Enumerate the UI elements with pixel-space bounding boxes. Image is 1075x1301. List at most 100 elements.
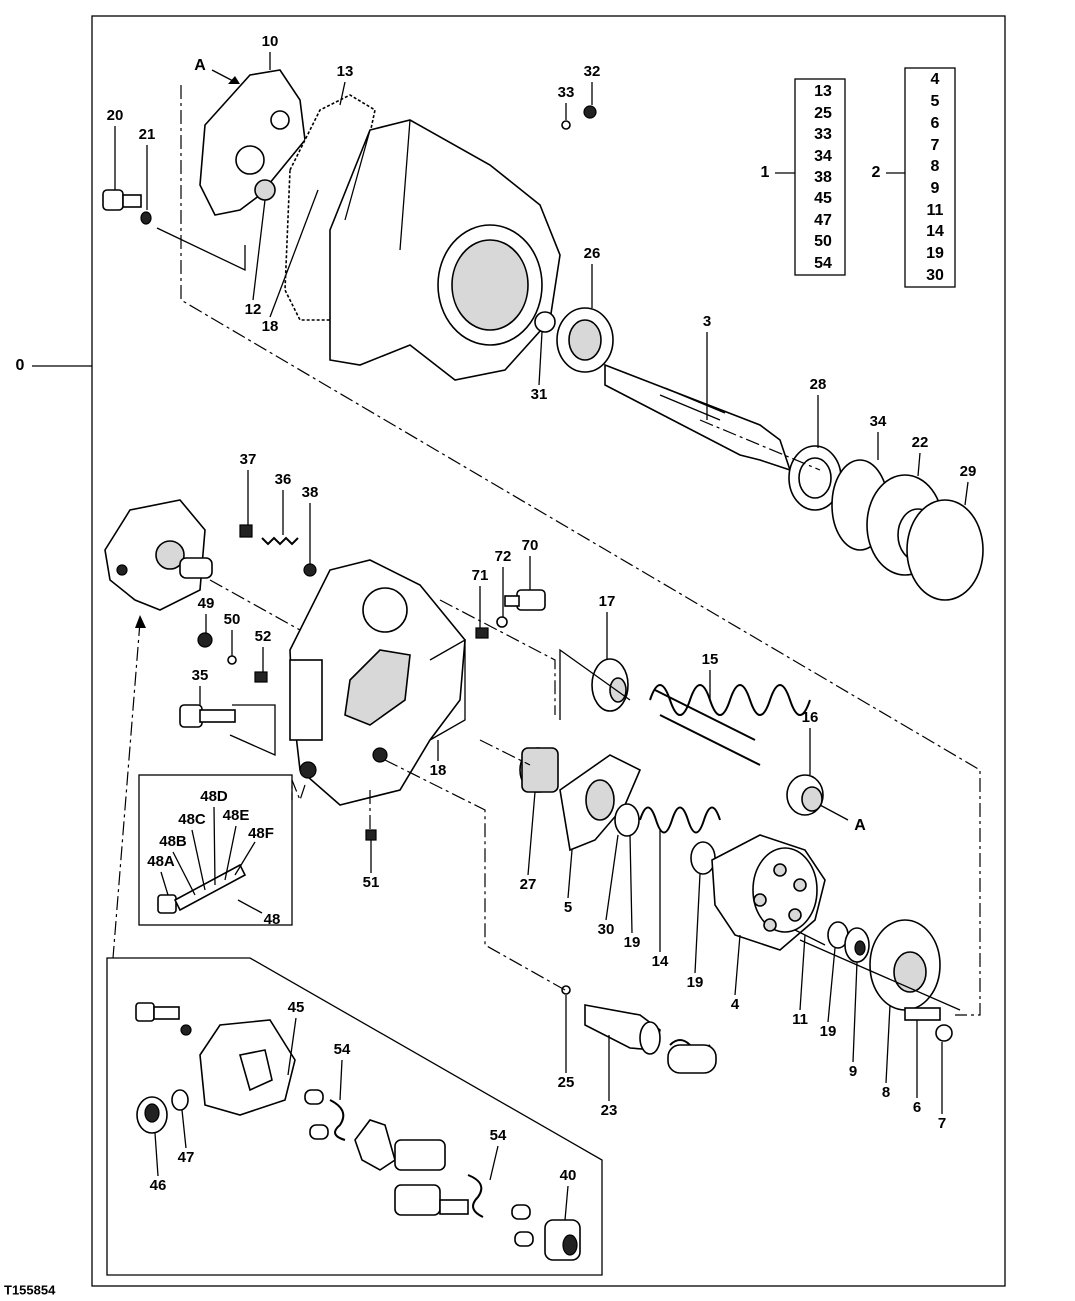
callout-18-mid: 18 bbox=[430, 762, 447, 779]
shaft-part-3 bbox=[604, 363, 792, 472]
kit-1-item: 54 bbox=[814, 255, 832, 272]
callout-50: 50 bbox=[224, 611, 241, 628]
callout-51: 51 bbox=[363, 874, 380, 891]
snap-ring-part-29 bbox=[906, 499, 984, 601]
detail-arrow-head bbox=[135, 615, 146, 628]
callout-48A: 48A bbox=[147, 853, 175, 870]
washer-part-21 bbox=[140, 211, 152, 225]
kit-1-item: 34 bbox=[814, 148, 832, 165]
kit-1-group: 1 13 25 33 34 38 45 47 50 54 bbox=[761, 78, 846, 276]
callout-9: 9 bbox=[849, 1063, 857, 1080]
callout-36: 36 bbox=[275, 471, 292, 488]
alignment-lines bbox=[156, 85, 981, 1016]
callout-10: 10 bbox=[262, 33, 279, 50]
gear-shaft-lower bbox=[394, 1184, 469, 1216]
set-screw-part-37 bbox=[239, 524, 253, 538]
kit-1-box bbox=[794, 78, 846, 276]
callout-20: 20 bbox=[107, 107, 124, 124]
callout-54-b: 54 bbox=[490, 1127, 507, 1144]
callout-13: 13 bbox=[337, 63, 354, 80]
retainer-part-9 bbox=[844, 927, 870, 963]
kit-2-item: 14 bbox=[926, 223, 944, 240]
spring-part-14 bbox=[639, 806, 721, 834]
callout-48D: 48D bbox=[200, 788, 228, 805]
port-block bbox=[289, 559, 466, 806]
callout-11: 11 bbox=[792, 1011, 808, 1028]
fitting-part-70 bbox=[504, 589, 546, 611]
plug-part-16 bbox=[786, 774, 824, 816]
bolt-part-20 bbox=[102, 189, 142, 211]
callout-48B: 48B bbox=[159, 833, 187, 850]
oring-part-50 bbox=[227, 655, 237, 665]
kit-2-item: 8 bbox=[931, 158, 940, 175]
bushing-part-54b bbox=[467, 1174, 534, 1247]
callout-72: 72 bbox=[495, 548, 512, 565]
callout-34: 34 bbox=[870, 413, 887, 430]
callout-52: 52 bbox=[255, 628, 272, 645]
kit-1-item: 25 bbox=[814, 105, 832, 122]
callout-28: 28 bbox=[810, 376, 827, 393]
orifice-part-52 bbox=[254, 671, 268, 683]
callout-19-b: 19 bbox=[687, 974, 704, 991]
snap-ring-part-31 bbox=[534, 311, 556, 333]
callout-21: 21 bbox=[139, 126, 156, 143]
bolt-part-35 bbox=[179, 704, 236, 728]
assembly-label: 0 bbox=[16, 357, 25, 374]
oring-part-25 bbox=[561, 985, 571, 995]
plug-part-32 bbox=[583, 105, 597, 119]
callout-labels: 10 13 20 21 33 32 12 18 26 31 3 28 34 22… bbox=[107, 33, 977, 1221]
callout-40: 40 bbox=[560, 1167, 577, 1184]
callout-35: 35 bbox=[192, 667, 209, 684]
callout-29: 29 bbox=[960, 463, 977, 480]
gear-pump-detail-frame bbox=[106, 957, 603, 1276]
kit-2-item: 19 bbox=[926, 245, 944, 262]
bolt-part-45b bbox=[135, 1002, 192, 1036]
gear-shaft-upper bbox=[354, 1119, 446, 1171]
kit-1-item: 50 bbox=[814, 233, 832, 250]
callout-37: 37 bbox=[240, 451, 257, 468]
kit-2-item: 6 bbox=[931, 115, 940, 132]
callout-31: 31 bbox=[531, 386, 548, 403]
pin-part-11 bbox=[794, 929, 826, 946]
callout-27: 27 bbox=[520, 876, 537, 893]
kit-1-item: 47 bbox=[814, 212, 832, 229]
callout-4: 4 bbox=[731, 996, 740, 1013]
kit-2-item: 30 bbox=[926, 267, 944, 284]
kit-2-group: 2 4 5 6 7 8 9 11 14 19 30 bbox=[872, 67, 956, 288]
callout-25: 25 bbox=[558, 1074, 575, 1091]
callout-15: 15 bbox=[702, 651, 719, 668]
spring-part-23b bbox=[667, 1039, 717, 1074]
view-marker-lower: A bbox=[854, 817, 866, 834]
plug-part-46 bbox=[136, 1096, 168, 1134]
ring-part-30 bbox=[614, 803, 640, 837]
callout-5: 5 bbox=[564, 899, 572, 916]
housing-casing bbox=[329, 119, 561, 381]
callout-26: 26 bbox=[584, 245, 601, 262]
callout-48F: 48F bbox=[248, 825, 274, 842]
callout-12: 12 bbox=[245, 301, 262, 318]
callout-23: 23 bbox=[601, 1102, 618, 1119]
callout-47: 47 bbox=[178, 1149, 195, 1166]
kit-1-item: 13 bbox=[814, 83, 832, 100]
callout-49: 49 bbox=[198, 595, 215, 612]
callout-48C: 48C bbox=[178, 811, 206, 828]
detail-arrow bbox=[112, 621, 141, 959]
callout-33: 33 bbox=[558, 84, 575, 101]
callout-46: 46 bbox=[150, 1177, 167, 1194]
callout-17: 17 bbox=[599, 593, 616, 610]
relief-valve-body bbox=[104, 499, 213, 611]
sleeve-part-23 bbox=[584, 1004, 661, 1055]
figure-code: T155854 bbox=[4, 1282, 56, 1297]
pin-part-6 bbox=[904, 1007, 941, 1021]
callout-19-c: 19 bbox=[820, 1023, 837, 1040]
valve-part-48 bbox=[157, 863, 247, 914]
callout-8: 8 bbox=[882, 1084, 890, 1101]
kit-2-item: 11 bbox=[927, 202, 944, 219]
callout-45: 45 bbox=[288, 999, 305, 1016]
cylinder-block-part-4 bbox=[711, 834, 826, 951]
kit-2-label: 2 bbox=[872, 164, 881, 181]
spring-part-36 bbox=[261, 536, 299, 546]
callout-48E: 48E bbox=[223, 807, 250, 824]
kit-2-box bbox=[904, 67, 956, 288]
